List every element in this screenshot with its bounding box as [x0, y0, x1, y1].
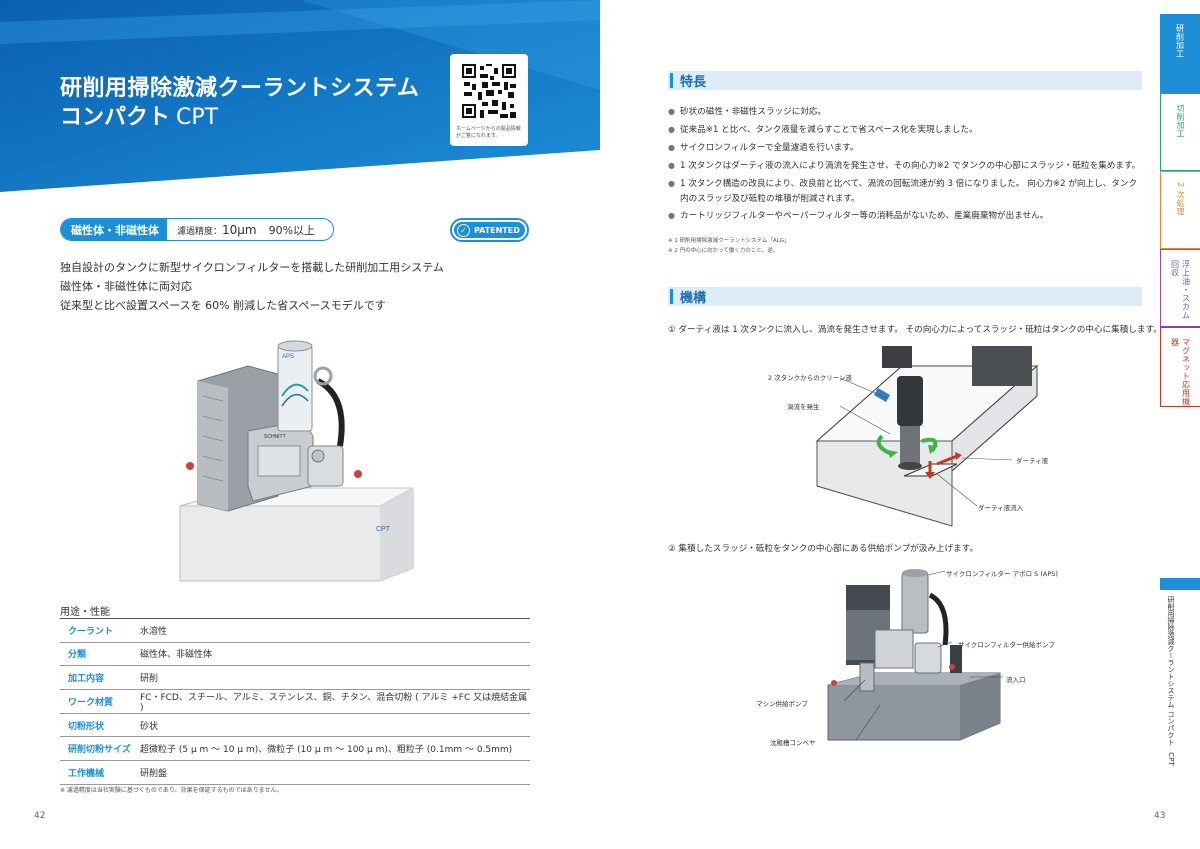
side-tab-label: 2 次処理 — [1176, 182, 1185, 217]
feature-text: 1 次タンク構造の改良により、改良前と比べて、渦流の回転流速が約 3 倍になりま… — [680, 179, 1138, 189]
pump-brand-label: APS — [282, 354, 294, 360]
patented-label: PATENTED — [474, 225, 520, 235]
page-number-left: 42 — [34, 811, 46, 821]
side-tab-cutting[interactable]: 切削加工 — [1160, 93, 1200, 171]
mechanism-section-header: 機構 — [668, 287, 1142, 306]
feature-text: カートリッジフィルターやペーパーフィルター等の消耗品がないため、産業廃棄物が出ま… — [680, 211, 1049, 221]
mechanism-step-2: ② 集積したスラッジ・砥粒をタンクの中心部にある供給ポンプが汲み上げます。 — [668, 544, 979, 554]
system-overview-diagram — [827, 569, 1003, 741]
list-item: 1 次タンク構造の改良により、改良前と比べて、渦流の回転流速が約 3 倍になりま… — [668, 175, 1148, 207]
side-tab-label: マグネット応用機器 — [1170, 338, 1191, 406]
table-row: クーラント水溶性 — [60, 618, 530, 643]
tank-brand-label: CPT — [376, 526, 391, 533]
label-dirty-liquid: ダーティ液 — [1016, 457, 1049, 465]
label-clean-liquid: 2 次タンクからのクリーン液 — [768, 374, 852, 382]
table-row: 分類磁性体、非磁性体 — [60, 642, 530, 667]
spec-key: 加工内容 — [60, 665, 140, 690]
feature-text-line2: 内のスラッジ及び砥粒の堆積が削減されます。 — [680, 194, 860, 204]
section-marker — [670, 289, 673, 304]
label-cyclone-filter: サイクロンフィルター アポロ S (APS) — [946, 570, 1058, 578]
side-tab-label: 研削加工 — [1175, 24, 1185, 58]
footnote: ※ 2 円の中心に向かって働く力のこと。逆。 — [668, 248, 779, 254]
product-intro: 独自設計のタンクに新型サイクロンフィルターを搭載した研削加工用システム 磁性体・… — [60, 258, 444, 315]
spec-key: 研削切粉サイズ — [60, 736, 140, 761]
intro-line: 磁性体・非磁性体に両対応 — [60, 280, 192, 293]
spec-key: クーラント — [60, 618, 140, 643]
section-marker — [670, 73, 673, 88]
list-item: 砂状の磁性・非磁性スラッジに対応。 — [668, 103, 1148, 121]
spec-value: 水溶性 — [140, 618, 530, 643]
label-machine-pump: マシン供給ポンプ — [756, 700, 808, 708]
side-tab-oil-skimming[interactable]: 浮上油・スカム回収 — [1160, 249, 1200, 327]
features-title: 特長 — [680, 75, 707, 90]
feature-text: 1 次タンクはダーティ液の流入により渦流を発生させ、その向心力※2 でタンクの中… — [680, 161, 1141, 171]
label-vortex: 渦流を発生 — [787, 403, 820, 411]
mechanism-step-1: ① ダーティ液は 1 次タンクに流入し、渦流を発生させます。 その向心力によって… — [668, 325, 1162, 335]
product-model: CPT — [176, 105, 219, 130]
footnote: ※ 1 研削用掃除激減クーラントシステム「ALG」 — [668, 238, 790, 244]
table-row: 研削切粉サイズ超微粒子 (5 μ m 〜 10 μ m)、微粒子 (10 μ m… — [60, 736, 530, 761]
intro-line: 独自設計のタンクに新型サイクロンフィルターを搭載した研削加工用システム — [60, 261, 444, 274]
qr-code-card[interactable]: ホームページからの製品情報がご覧になれます。 — [450, 54, 528, 146]
spec-heading: 用途・性能 — [60, 607, 110, 618]
list-item: カートリッジフィルターやペーパーフィルター等の消耗品がないため、産業廃棄物が出ま… — [668, 207, 1148, 225]
list-item: サイクロンフィルターで全量濾過を行います。 — [668, 139, 1148, 157]
spec-value: 研削 — [140, 665, 530, 690]
table-row: 切粉形状砂状 — [60, 713, 530, 738]
intro-line: 従来型と比べ設置スペースを 60% 削減した省スペースモデルです — [60, 299, 386, 312]
vortex-tank-diagram — [815, 346, 1039, 527]
side-tab-label: 浮上油・スカム回収 — [1170, 260, 1191, 320]
side-product-title: 研削用掃除激減クーラントシステム コンパクト CPT — [1167, 596, 1175, 766]
spec-value: FC・FCD、スチール、アルミ、ステンレス、銅、チタン、混合切粉 ( アルミ +… — [140, 689, 530, 714]
check-icon: ✓ — [457, 223, 470, 237]
product-title-line1: 研削用掃除激減クーラントシステム — [60, 76, 420, 101]
spec-key: ワーク材質 — [60, 689, 140, 714]
feature-text: 砂状の磁性・非磁性スラッジに対応。 — [680, 107, 827, 117]
feature-text: 従来品※1 と比べ、タンク液量を減らすことで省スペース化を実現しました。 — [680, 125, 978, 135]
table-row: 加工内容研削 — [60, 665, 530, 690]
list-item: 従来品※1 と比べ、タンク液量を減らすことで省スペース化を実現しました。 — [668, 121, 1148, 139]
product-name: コンパクト — [60, 105, 171, 130]
side-tab-grinding[interactable]: 研削加工 — [1160, 14, 1200, 93]
footnotes: ※ 1 研削用掃除激減クーラントシステム「ALG」 ※ 2 円の中心に向かって働… — [668, 236, 790, 256]
material-tag: 磁性体・非磁性体 — [61, 219, 167, 240]
label-cyclone-pump: サイクロンフィルター供給ポンプ — [958, 641, 1055, 649]
label-inlet: 流入口 — [1006, 676, 1026, 684]
mechanism-title: 機構 — [680, 291, 707, 306]
qr-caption: ホームページからの製品情報がご覧になれます。 — [456, 126, 521, 139]
product-machine-image: SCHNITT APS CPT — [179, 340, 414, 582]
svg-text:SCHNITT: SCHNITT — [264, 434, 286, 440]
page-number-right: 43 — [1154, 811, 1166, 821]
table-row: 工作機械研削盤 — [60, 760, 530, 785]
label-conveyor: 沈殿槽コンベヤ — [770, 739, 816, 747]
side-tab-label: 切削加工 — [1176, 104, 1185, 138]
spec-value: 砂状 — [140, 713, 530, 738]
current-section-marker — [1160, 578, 1200, 590]
spec-note: ※ 濾過精度は当社実験に基づくものであり、効果を保証するものではありません。 — [60, 787, 283, 794]
list-item: 1 次タンクはダーティ液の流入により渦流を発生させ、その向心力※2 でタンクの中… — [668, 157, 1148, 175]
side-tab-magnet[interactable]: マグネット応用機器 — [1160, 327, 1200, 407]
qr-code-icon — [460, 62, 518, 120]
spec-value: 研削盤 — [140, 760, 530, 785]
spec-key: 工作機械 — [60, 760, 140, 785]
spec-value: 超微粒子 (5 μ m 〜 10 μ m)、微粒子 (10 μ m 〜 100 … — [140, 736, 530, 761]
label-dirty-inflow: ダーティ液流入 — [978, 504, 1024, 512]
feature-text: サイクロンフィルターで全量濾過を行います。 — [680, 143, 859, 153]
features-section-header: 特長 — [668, 71, 1142, 90]
features-list: 砂状の磁性・非磁性スラッジに対応。 従来品※1 と比べ、タンク液量を減らすことで… — [668, 103, 1148, 225]
spec-key: 分類 — [60, 642, 140, 667]
spec-value: 磁性体、非磁性体 — [140, 642, 530, 667]
side-tab-secondary[interactable]: 2 次処理 — [1160, 171, 1200, 249]
spec-key: 切粉形状 — [60, 713, 140, 738]
patented-badge: ✓ PATENTED — [450, 218, 529, 242]
